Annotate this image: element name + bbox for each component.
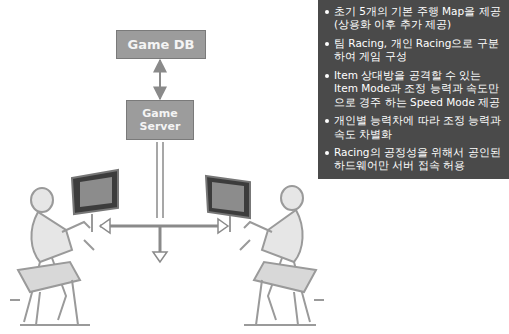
racing-simulator-right [206, 176, 324, 325]
bullet-dot [325, 74, 329, 78]
database-box: Game DB [116, 30, 206, 59]
bullet-item: 팀 Racing, 개인 Racing으로 구분하여 게임 구성 [324, 37, 503, 64]
bullet-item: Racing의 공정성을 위해서 공인된 하드웨어만 서버 접속 허용 [324, 146, 503, 173]
feature-note: 개인별 능력차에 따라 조정 능력과 속도 차별화 [334, 114, 503, 141]
server-box: Game Server [126, 100, 194, 140]
bullet-dot [325, 151, 329, 155]
bullet-item: Item 상대방을 공격할 수 있는 Item Mode과 조정 능력과 속도만… [324, 69, 503, 109]
bullet-item: 초기 5개의 기본 주행 Map을 제공 (상용화 이후 추가 제공) [324, 5, 503, 32]
racing-simulator-left [10, 170, 118, 325]
node-label: Game Server [131, 107, 189, 133]
bullet-dot [325, 119, 329, 123]
bullet-dot [325, 42, 329, 46]
connector-arrow [159, 60, 161, 99]
bullet-dot [325, 10, 329, 14]
feature-note: 초기 5개의 기본 주행 Map을 제공 (상용화 이후 추가 제공) [334, 5, 503, 32]
feature-note: Racing의 공정성을 위해서 공인된 하드웨어만 서버 접속 허용 [334, 146, 503, 173]
bullet-item: 개인별 능력차에 따라 조정 능력과 속도 차별화 [324, 114, 503, 141]
feature-note: 팀 Racing, 개인 Racing으로 구분하여 게임 구성 [334, 37, 503, 64]
feature-panel: 초기 5개의 기본 주행 Map을 제공 (상용화 이후 추가 제공) 팀 Rac… [318, 0, 509, 179]
node-label: Game DB [121, 37, 201, 52]
feature-note: Item 상대방을 공격할 수 있는 Item Mode과 조정 능력과 속도만… [334, 69, 503, 109]
